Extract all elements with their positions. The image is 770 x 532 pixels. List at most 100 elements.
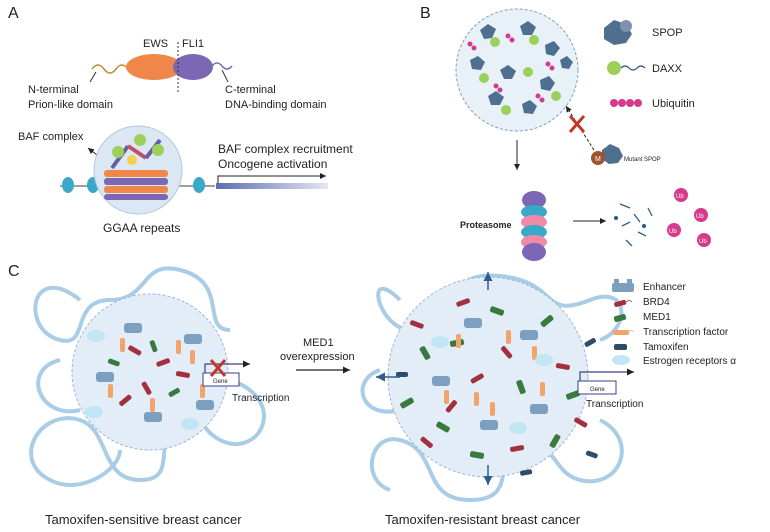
ub-label: Ub	[676, 194, 684, 200]
daxx-protein	[479, 73, 489, 83]
enhancer	[480, 420, 498, 430]
gene-label-right: Gene	[590, 387, 605, 393]
enhancer	[196, 400, 214, 410]
proteasome-icon	[521, 191, 547, 261]
ews-fli1-fusion-protein	[89, 42, 233, 92]
ubiquitin-chain	[509, 37, 515, 43]
spop-protein	[480, 24, 496, 39]
tamoxifen-molecules	[396, 338, 598, 476]
ubiquitin-chain	[549, 65, 555, 71]
enhancers	[96, 323, 214, 422]
estrogen-receptor-icon	[612, 355, 630, 365]
spop-protein	[470, 56, 485, 70]
chromatin-fiber	[29, 266, 266, 487]
enhancer	[96, 372, 114, 382]
enhancer	[432, 376, 450, 386]
brd4-icon	[614, 299, 633, 308]
panel-a-label: A	[8, 5, 19, 22]
spop-protein	[522, 100, 537, 114]
ub-circle	[694, 208, 708, 222]
nucleosome	[193, 177, 205, 193]
resistant-title: Tamoxifen-resistant breast cancer	[385, 512, 581, 527]
legend-estrogen-receptor: Estrogen receptors α	[643, 356, 736, 367]
ews-label: EWS	[143, 38, 168, 50]
oncogene-region	[216, 183, 328, 189]
enhancer	[144, 412, 162, 422]
legend-transcription-factor: Transcription factor	[643, 327, 729, 338]
baf-subunit	[152, 144, 164, 156]
proteasome-label: Proteasome	[460, 220, 512, 230]
ubiquitin-chain	[493, 83, 499, 89]
baf-complex-assembly	[93, 125, 183, 215]
panel-c: C	[8, 263, 736, 527]
tamoxifen-sensitive-nucleus	[29, 266, 266, 487]
dna-binding-domain-label: DNA-binding domain	[225, 99, 327, 111]
legend-enhancer: Enhancer	[643, 282, 686, 293]
ubiquitin-chain	[471, 45, 477, 51]
baf-subunit	[112, 146, 124, 158]
enhancer	[124, 323, 142, 333]
c-terminal-label: C-terminal	[225, 84, 276, 96]
baf-subunit	[126, 144, 148, 160]
estrogen-receptors	[431, 336, 553, 434]
enhancer	[464, 318, 482, 328]
enhancer	[184, 334, 202, 344]
spop-daxx-complex	[455, 8, 579, 132]
baf-recruitment-label: BAF complex recruitment	[218, 142, 353, 156]
gene-arrow	[204, 360, 250, 373]
tamoxifen-icon	[614, 344, 627, 350]
enhancer-icon	[612, 279, 634, 292]
ggaa-bound-protein	[104, 170, 168, 177]
mutant-spop-label: Mutant SPOP	[624, 157, 661, 163]
legend-tamoxifen: Tamoxifen	[643, 342, 689, 353]
released-ubiquitin: Ub Ub Ub Ub	[667, 188, 711, 247]
ews-domain	[126, 54, 182, 80]
enlarged-condensate-bubble	[387, 276, 589, 478]
ub-circle	[674, 188, 688, 202]
c-terminal-pointer	[221, 69, 229, 83]
baf-complex-label: BAF complex	[18, 131, 84, 143]
legend-med1: MED1	[643, 312, 671, 323]
baf-subunit	[127, 155, 137, 165]
ggaa-bound-protein	[104, 186, 168, 193]
ubiquitin-chain	[545, 61, 551, 67]
n-terminal-label: N-terminal	[28, 84, 79, 96]
fli1-domain	[173, 54, 213, 80]
enhancer	[530, 404, 548, 414]
ubiquitin-chain	[539, 97, 545, 103]
panel-b: B	[420, 5, 711, 261]
ubiquitin-legend-icon	[610, 99, 642, 107]
panel-c-legend: Enhancer BRD4 MED1 Transcription factor …	[612, 279, 736, 367]
daxx-protein	[551, 91, 561, 101]
spop-legend-label: SPOP	[652, 27, 683, 39]
spop-legend-icon	[604, 20, 632, 45]
daxx-legend-label: DAXX	[652, 63, 683, 75]
legend-brd4: BRD4	[643, 297, 670, 308]
enhancers	[432, 318, 548, 430]
baf-subunit	[134, 134, 146, 146]
gene-arrow	[579, 368, 634, 381]
n-terminal-pointer	[89, 71, 97, 83]
active-gene-right	[577, 368, 634, 395]
c-terminal-tail	[211, 62, 233, 70]
transcription-factor-icon	[613, 330, 635, 335]
panel-c-label: C	[8, 263, 20, 280]
transcription-start-arrow	[217, 173, 326, 183]
prion-like-tail	[91, 64, 129, 74]
spop-complex-bubble	[455, 8, 579, 132]
mutant-spop-icon	[591, 144, 623, 165]
oncogene-activation-label: Oncogene activation	[218, 157, 327, 171]
daxx-legend-icon	[607, 61, 621, 75]
mutant-marker: M	[595, 156, 601, 163]
nucleosome	[62, 177, 74, 193]
med1-proteins	[107, 340, 180, 397]
daxx-legend-tail	[620, 65, 646, 71]
ggaa-bound-protein	[104, 194, 168, 200]
blocked-x-icon	[209, 359, 227, 377]
ubiquitin-chain	[497, 87, 503, 93]
brd4-proteins	[119, 345, 190, 406]
ggaa-bound-protein	[104, 178, 168, 185]
daxx-protein	[501, 105, 511, 115]
enhancer	[520, 330, 538, 340]
